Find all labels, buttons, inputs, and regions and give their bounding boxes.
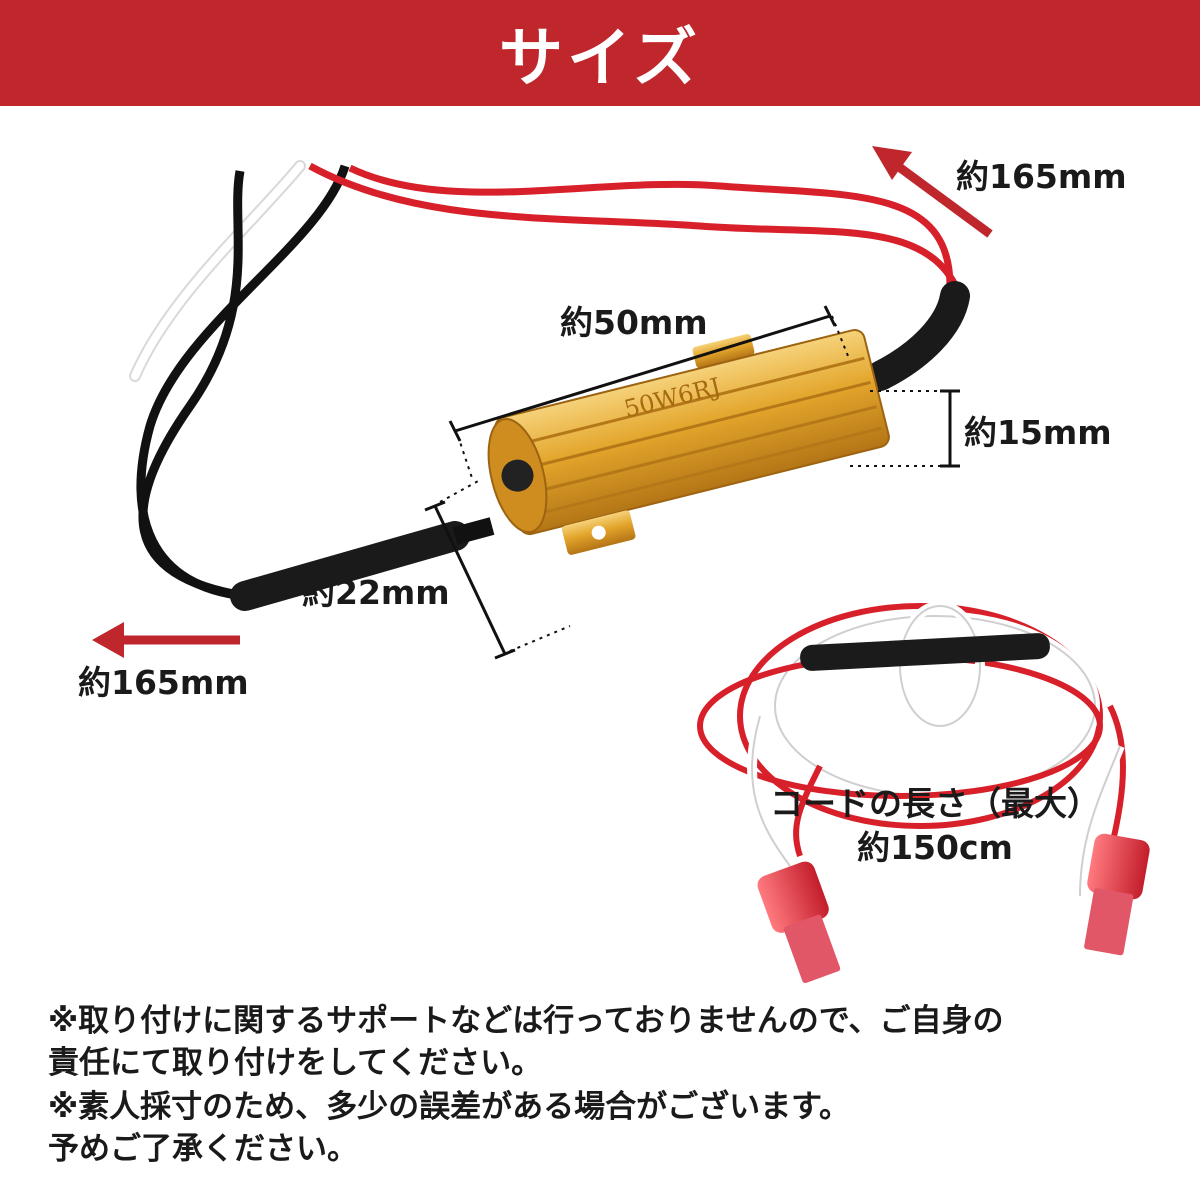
coiled-cord bbox=[697, 601, 1150, 984]
body-length-line bbox=[454, 314, 831, 433]
heat-shrink-right bbox=[865, 281, 970, 391]
end-diameter-line bbox=[433, 505, 507, 655]
notes: ※取り付けに関するサポートなどは行っておりませんので、ご自身の 責任にて取り付け… bbox=[48, 1000, 1158, 1172]
red-wire-1 bbox=[308, 162, 964, 298]
cord-length-title: コードの長さ（最大） bbox=[770, 784, 1100, 823]
black-wire-2 bbox=[136, 164, 350, 601]
red-wire-2 bbox=[348, 164, 954, 287]
page-title: サイズ bbox=[498, 22, 702, 96]
cord-length-label: コードの長さ（最大） 約150cm bbox=[740, 782, 1130, 870]
resistor-body: 50W6RJ bbox=[487, 328, 890, 555]
dim-body-length: 約50mm bbox=[560, 303, 708, 342]
dim-end-diameter: 約22mm bbox=[302, 573, 450, 612]
note-measurement: ※素人採寸のため、多少の誤差がある場合がございます。 予めご了承ください。 bbox=[48, 1089, 851, 1167]
dim-bottom-wire: 約165mm bbox=[78, 663, 249, 702]
dim-body-height: 約15mm bbox=[964, 413, 1112, 452]
dim-top-wire: 約165mm bbox=[956, 157, 1127, 196]
product-illustration: 50W6RJ bbox=[92, 146, 1150, 984]
arrow-top-right-icon bbox=[872, 146, 993, 238]
cord-length-value: 約150cm bbox=[857, 828, 1013, 867]
arrow-left-icon bbox=[92, 622, 240, 658]
note-support: ※取り付けに関するサポートなどは行っておりませんので、ご自身の 責任にて取り付け… bbox=[48, 1003, 1004, 1081]
header-banner: サイズ bbox=[0, 0, 1200, 106]
heat-shrink-left bbox=[230, 521, 470, 611]
black-wire-1 bbox=[138, 170, 246, 601]
